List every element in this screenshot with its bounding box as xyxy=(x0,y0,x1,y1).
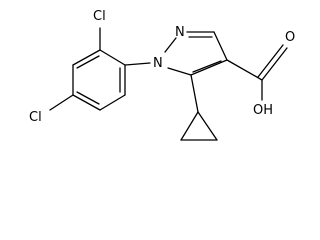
bond-phenyl-4 xyxy=(72,94,101,111)
atom-label-cl-top: Cl xyxy=(93,9,106,24)
atom-label-cl-left: Cl xyxy=(29,110,42,125)
atom-label-n2: N xyxy=(175,25,185,40)
bond-phenyl-6 xyxy=(72,49,101,66)
bond-c3-c4 xyxy=(213,31,228,61)
bond-c-o-double-a xyxy=(261,47,288,81)
bond-phenyl-n1 xyxy=(124,62,151,66)
atom-label-o-carbonyl: O xyxy=(285,30,295,45)
bond-n1-n2 xyxy=(164,37,177,53)
bond-c4-c5-inner xyxy=(192,60,222,73)
bond-cyclopropyl-1 xyxy=(180,111,199,141)
bond-c-o-double-b xyxy=(257,44,284,78)
bond-c-cl-left xyxy=(49,94,74,111)
bond-c4-cooh xyxy=(226,59,263,81)
bond-phenyl-6-inner xyxy=(76,55,100,69)
atom-label-n1: N xyxy=(153,56,163,71)
bond-c4-c5 xyxy=(190,59,228,76)
molecule-structure-diagram: Cl Cl N N OH O xyxy=(29,9,295,141)
bonds xyxy=(49,27,288,141)
bond-phenyl-3 xyxy=(99,94,126,111)
bond-phenyl-4-inner xyxy=(76,91,100,105)
atom-label-oh: OH xyxy=(253,103,273,118)
bond-cyclopropyl-2 xyxy=(197,111,218,141)
bond-c5-cyclopropyl xyxy=(190,74,199,113)
bond-c5-n1 xyxy=(167,67,192,76)
bond-phenyl-1 xyxy=(99,49,126,66)
atom-labels: Cl Cl N N OH O xyxy=(29,9,295,125)
